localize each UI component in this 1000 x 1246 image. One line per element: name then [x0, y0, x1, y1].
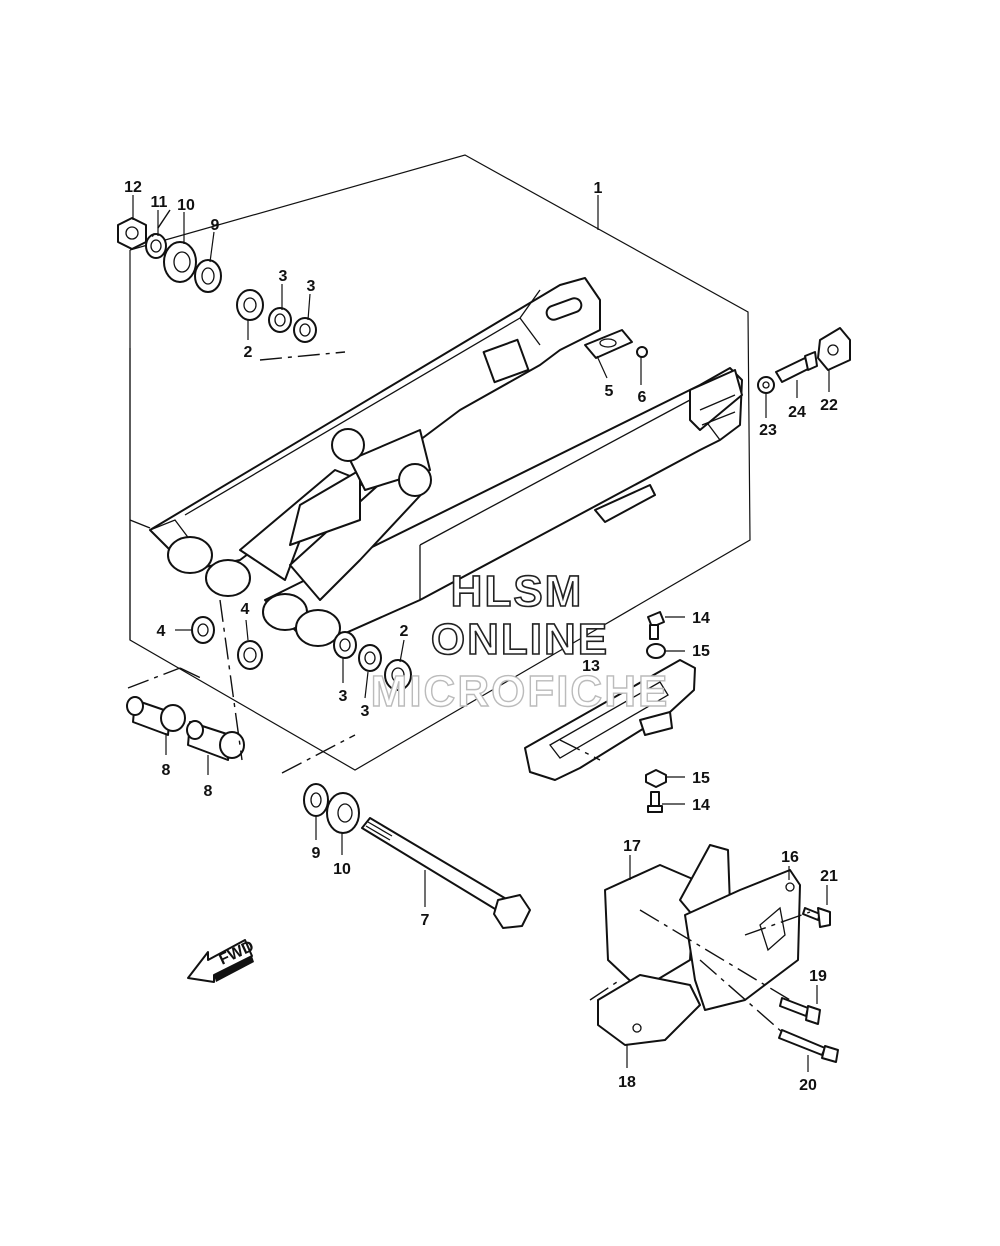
- callout-20: 20: [799, 1077, 817, 1094]
- assembly-outline: [129, 154, 751, 771]
- guard-plate-16[interactable]: [684, 869, 801, 1011]
- callout-12: 12: [124, 179, 142, 196]
- callout-23: 23: [759, 422, 777, 439]
- bearing-3-bottom-a[interactable]: [333, 631, 357, 659]
- collar-2-top[interactable]: [236, 289, 264, 321]
- bolt-14-top[interactable]: [647, 611, 665, 640]
- watermark: HLSM ONLINE MICROFICHE: [370, 566, 670, 717]
- bolt-14-bottom[interactable]: [647, 791, 663, 813]
- bearing-3-top-a[interactable]: [268, 307, 292, 333]
- callout-18: 18: [618, 1074, 636, 1091]
- bearing-3-top-b[interactable]: [293, 317, 317, 343]
- guard-block-18[interactable]: [597, 974, 701, 1046]
- callout-3-top-b: 3: [307, 278, 316, 295]
- callout-3-bottom-a: 3: [339, 688, 348, 705]
- seal-4-left[interactable]: [191, 616, 215, 644]
- callout-15-top: 15: [692, 643, 710, 660]
- nut-12[interactable]: [117, 217, 147, 250]
- bearing-3-bottom-b[interactable]: [358, 644, 382, 672]
- bolt-21[interactable]: [802, 907, 831, 928]
- callout-24: 24: [788, 404, 806, 421]
- callout-3-bottom-b: 3: [361, 703, 370, 720]
- callout-4-left: 4: [157, 623, 166, 640]
- collar-2-bottom[interactable]: [384, 659, 412, 691]
- plate-5[interactable]: [584, 329, 633, 359]
- callout-10-top: 10: [177, 197, 195, 214]
- collar-10-top[interactable]: [163, 241, 197, 283]
- callout-2-top: 2: [244, 344, 253, 361]
- callout-14-bottom: 14: [692, 797, 710, 814]
- forward-arrow-icon: FWD: [187, 938, 257, 983]
- washer-9-top[interactable]: [194, 259, 222, 293]
- adjuster-block-22[interactable]: [817, 327, 851, 371]
- callout-4-right: 4: [241, 601, 250, 618]
- watermark-line-3: MICROFICHE: [371, 667, 670, 716]
- callout-15-bottom: 15: [692, 770, 710, 787]
- bushing-8-right[interactable]: [186, 720, 245, 761]
- nut-15-bottom[interactable]: [645, 769, 667, 788]
- callout-5: 5: [605, 383, 614, 400]
- pivot-shaft-7[interactable]: [361, 817, 531, 929]
- washer-11[interactable]: [145, 233, 167, 259]
- watermark-line-1: HLSM: [451, 567, 584, 616]
- callout-21: 21: [820, 868, 838, 885]
- swingarm[interactable]: [149, 277, 743, 647]
- callout-1: 1: [594, 180, 603, 197]
- washer-15-top[interactable]: [646, 643, 666, 659]
- bolt-19[interactable]: [779, 997, 821, 1025]
- callout-6: 6: [638, 389, 647, 406]
- bolt-24[interactable]: [775, 351, 818, 383]
- bolt-20[interactable]: [778, 1029, 839, 1063]
- callout-19: 19: [809, 968, 827, 985]
- axis-lines: [127, 209, 811, 1033]
- callout-8-right: 8: [204, 783, 213, 800]
- chain-slider-13[interactable]: [524, 659, 696, 781]
- callout-3-top-a: 3: [279, 268, 288, 285]
- callout-22: 22: [820, 397, 838, 414]
- callout-2-bottom: 2: [400, 623, 409, 640]
- collar-10-bottom[interactable]: [326, 792, 360, 834]
- bushing-8-left[interactable]: [126, 696, 186, 736]
- callout-13: 13: [582, 658, 600, 675]
- nut-23[interactable]: [757, 376, 775, 394]
- callout-14-top: 14: [692, 610, 710, 627]
- screw-6[interactable]: [636, 346, 648, 358]
- leader-lines: [132, 195, 830, 1072]
- callout-11: 11: [151, 194, 168, 211]
- callout-17: 17: [623, 838, 641, 855]
- callout-8-left: 8: [162, 762, 171, 779]
- callout-16: 16: [781, 849, 799, 866]
- callout-10-bottom: 10: [333, 861, 351, 878]
- callout-9-bottom: 9: [312, 845, 321, 862]
- callout-7: 7: [421, 912, 430, 929]
- seal-4-right[interactable]: [237, 640, 263, 670]
- callout-9-top: 9: [211, 217, 220, 234]
- callout-labels: 1 12 11 10 9 3 3 2 5 6 23 24 22 4 4 2 3 …: [124, 179, 838, 1094]
- watermark-line-2: ONLINE: [431, 615, 609, 664]
- washer-9-bottom[interactable]: [303, 783, 329, 817]
